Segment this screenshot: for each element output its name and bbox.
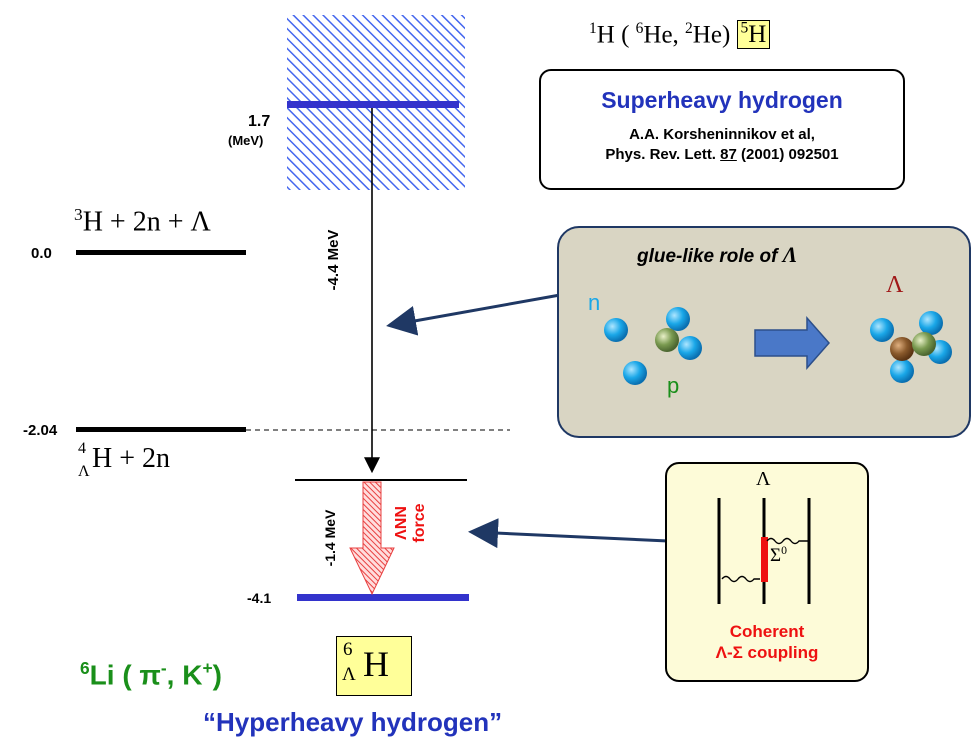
hyperheavy-product-box: 6 Λ H (336, 636, 412, 696)
beam-mass: 6 (635, 20, 644, 37)
hyperheavy-caption: “Hyperheavy hydrogen” (203, 707, 503, 737)
mid-label-rest: + 2n (112, 443, 171, 474)
level-threshold-zero (76, 250, 246, 255)
citation-pages: (2001) 092501 (736, 146, 839, 163)
hyperheavy-element: H (363, 644, 389, 684)
target-element: H (596, 21, 615, 49)
coupling-sigma: Σ (770, 545, 782, 567)
coupling-sigma-charge: 0 (781, 544, 787, 557)
target-mass: 1 (589, 20, 597, 37)
top-reaction: 1H ( 6He, 2He) 5H (589, 20, 771, 50)
kaon-charge: + (202, 658, 213, 678)
zero-label-element: H (82, 206, 103, 238)
proton-label: p (667, 373, 680, 398)
level-5h (287, 101, 459, 108)
lambda-ball (890, 337, 914, 361)
coupling-feynman-diagram (717, 498, 811, 604)
level-4lh-threshold (76, 427, 246, 432)
main-shift-label: -4.4 MeV (325, 229, 342, 291)
citation-volume: 87 (720, 146, 737, 163)
glue-role-box: glue-like role of Λ n p Λ (557, 226, 971, 438)
level-mid-label: 4 Λ H + 2n (78, 440, 171, 480)
citation-journal: Phys. Rev. Lett. (605, 146, 721, 163)
level-zero-label: 3H + 2n + Λ (74, 205, 211, 238)
zero-label-mass: 3 (74, 205, 83, 224)
coupling-caption-line1: Coherent (729, 622, 805, 641)
transform-arrow (754, 316, 830, 370)
hyperheavy-mass: 6 (343, 639, 353, 660)
coupling-lambda: Λ (756, 468, 771, 490)
lnn-force-line2: force (411, 503, 428, 543)
lnn-force-arrow (349, 481, 395, 596)
neutron-ball (890, 359, 914, 383)
level-zero-value: 0.0 (31, 245, 52, 262)
glue-title-lambda: Λ (782, 242, 798, 267)
coupling-pointer-arrow (468, 518, 669, 549)
glue-pointer-arrow (386, 293, 561, 336)
lnn-force-line1: ΛNN (393, 506, 410, 540)
neutron-ball (919, 311, 943, 335)
bottom-reaction-pion: ( π (114, 659, 161, 691)
bottom-target-element: Li (89, 659, 115, 691)
neutron-ball (870, 318, 894, 342)
level-mid-value: -2.04 (23, 422, 58, 439)
hyperheavy-lambda: Λ (342, 664, 356, 685)
beam-element: He (643, 21, 673, 49)
proton-ball (912, 332, 936, 356)
meson-exchange (766, 537, 808, 545)
neutron-ball (623, 361, 647, 385)
level-6lh (297, 594, 469, 601)
lambda-label: Λ (886, 272, 904, 298)
pion-charge: - (160, 658, 167, 678)
glue-title-text: glue-like role of (637, 246, 783, 267)
neutron-ball (678, 336, 702, 360)
level-top-value: 1.7 (248, 113, 271, 130)
level-top-unit: (MeV) (228, 133, 264, 148)
lnn-force-label: ΛNN force (393, 488, 429, 558)
mid-label-lambda: Λ (78, 463, 90, 480)
glue-role-title: glue-like role of Λ (637, 242, 797, 268)
sigma-segment (761, 537, 768, 582)
product-5h-box: 5H (736, 20, 771, 50)
proton-ball (655, 328, 679, 352)
product-element: H (748, 21, 767, 49)
bottom-reaction-kaon: , K (166, 659, 203, 691)
coupling-sigma-zero: Σ0 (770, 544, 787, 567)
coupling-caption-line2: Λ-Σ coupling (715, 643, 819, 662)
extra-shift-label: -1.4 MeV (322, 509, 338, 567)
neutron-ball (666, 307, 690, 331)
coupling-box: Λ Σ0 Coherent Λ-Σ coupling (665, 462, 869, 682)
bottom-reaction-close: ) (212, 659, 222, 691)
meson-exchange (721, 575, 760, 583)
nucleus-illustration (604, 307, 952, 385)
product-mass: 5 (740, 20, 749, 37)
mid-label-mass: 4 (78, 440, 86, 457)
mid-label-element: H (92, 443, 113, 474)
neutron-ball (604, 318, 628, 342)
neutron-label: n (588, 290, 601, 315)
ejectile-element: He (692, 21, 722, 49)
zero-label-rest: + 2n + Λ (102, 206, 211, 238)
superheavy-reference-box: Superheavy hydrogen A.A. Korsheninnikov … (539, 69, 905, 190)
bottom-reaction: 6Li ( π-, K+) (80, 658, 222, 691)
superheavy-citation: Phys. Rev. Lett. 87 (2001) 092501 (541, 146, 903, 163)
level-bottom-value: -4.1 (247, 590, 272, 606)
ejectile-mass: 2 (685, 20, 693, 37)
bottom-target-mass: 6 (80, 658, 90, 678)
superheavy-title: Superheavy hydrogen (601, 87, 843, 113)
superheavy-authors: A.A. Korsheninnikov et al, (629, 126, 815, 143)
